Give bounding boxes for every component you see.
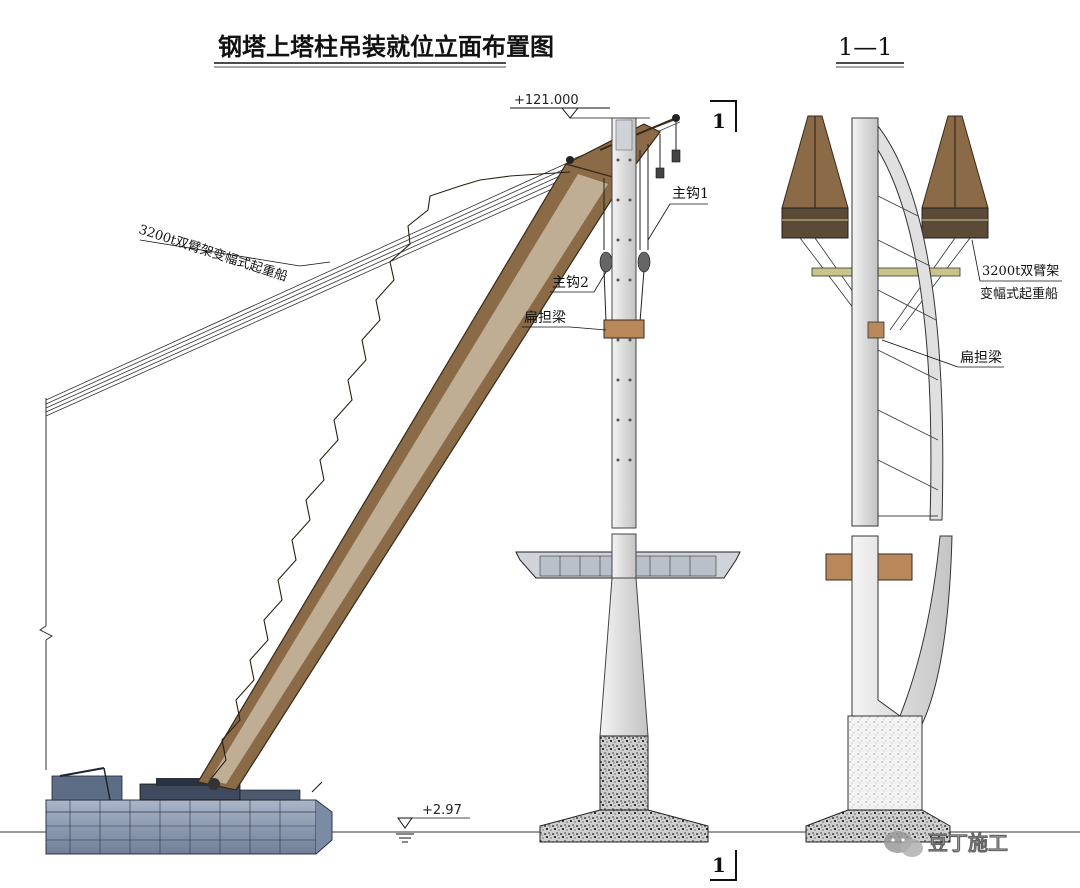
watermark: 豆丁施工 xyxy=(884,831,1008,857)
label-main-hook-2: 主钩2 xyxy=(550,271,607,293)
label-shoulder-beam: 扁担梁 xyxy=(522,310,607,331)
label-shoulder-beam-right-text: 扁担梁 xyxy=(960,350,1002,366)
crane-ship-hull xyxy=(45,767,333,855)
elevation-top-label: +121.000 xyxy=(514,93,579,108)
main-title-group: 钢塔上塔柱吊装就位立面布置图 xyxy=(214,32,554,68)
label-crane-ship-right-line2: 变幅式起重船 xyxy=(980,286,1058,302)
left-break-line xyxy=(39,398,53,770)
crane-frame-right xyxy=(889,115,989,331)
elevation-top-marker: +121.000 xyxy=(510,93,650,119)
label-crane-ship: 3200t双臂架变幅式起重船 xyxy=(137,222,331,285)
backstay-cables xyxy=(45,159,591,417)
label-shoulder-beam-text: 扁担梁 xyxy=(524,310,566,326)
label-crane-ship-text: 3200t双臂架变幅式起重船 xyxy=(137,222,290,285)
wechat-icon xyxy=(884,831,923,857)
elevation-water-label: +2.97 xyxy=(422,803,462,818)
label-crane-ship-right: 3200t双臂架 变幅式起重船 xyxy=(971,239,1062,302)
label-main-hook-2-text: 主钩2 xyxy=(552,275,589,291)
section-view xyxy=(781,115,989,843)
label-shoulder-beam-right: 扁担梁 xyxy=(881,339,1004,368)
main-title: 钢塔上塔柱吊装就位立面布置图 xyxy=(218,32,554,61)
section-marker-bottom: 1 xyxy=(710,850,737,881)
center-tower xyxy=(515,117,741,843)
section-marker-top-label: 1 xyxy=(712,109,726,133)
label-crane-ship-right-line1: 3200t双臂架 xyxy=(982,264,1059,279)
section-marker-bottom-label: 1 xyxy=(712,853,726,877)
crane-frame-left xyxy=(781,115,881,331)
hook-blocks xyxy=(599,149,681,273)
label-main-hook-1: 主钩1 xyxy=(647,186,709,241)
watermark-text: 豆丁施工 xyxy=(928,831,1008,855)
section-title-group: 1—1 xyxy=(836,33,904,68)
label-main-hook-1-text: 主钩1 xyxy=(672,186,709,202)
section-title: 1—1 xyxy=(838,33,893,61)
section-marker-top: 1 xyxy=(710,100,737,133)
